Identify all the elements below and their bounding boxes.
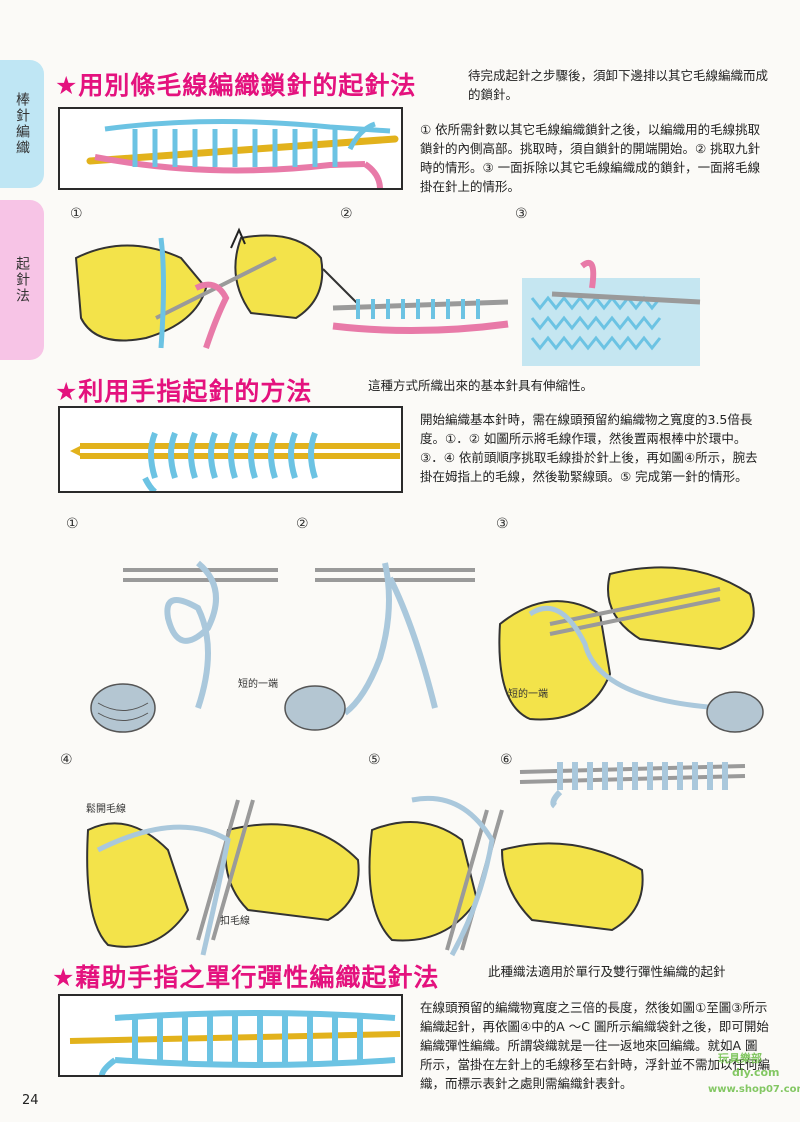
callout-short-end-2: 短的一端 bbox=[508, 689, 548, 700]
section-3-illustration bbox=[58, 994, 403, 1077]
section-2-title: ★利用手指起針的方法 bbox=[55, 377, 313, 406]
step-2-5-label: ⑤ bbox=[368, 752, 381, 768]
side-tab-cast-on-label: 起針法 bbox=[14, 256, 30, 304]
remove-chain-illustration bbox=[522, 259, 701, 366]
step-2-4-label: ④ bbox=[60, 752, 73, 768]
step-2-6-label: ⑥ bbox=[500, 752, 513, 768]
section-2-intro: 這種方式所織出來的基本針具有伸縮性。 bbox=[368, 378, 594, 393]
section-1-title: ★用別條毛線編織鎖針的起針法 bbox=[55, 71, 417, 100]
page-number: 24 bbox=[22, 1093, 39, 1108]
step-2-1-label: ① bbox=[66, 516, 79, 532]
nine-stitches-illustration bbox=[322, 268, 509, 335]
loop-step-1-illustration bbox=[90, 560, 278, 733]
section-1-illustration bbox=[58, 107, 403, 190]
side-tab-knitting: 棒針編織 bbox=[0, 60, 44, 188]
thumb-wrap-illustration bbox=[498, 566, 764, 733]
watermark-club: 玩具樂部 bbox=[718, 1052, 762, 1065]
side-tab-cast-on: 起針法 bbox=[0, 200, 44, 360]
completed-cast-on-illustration bbox=[519, 762, 746, 809]
section-1-body: ① 依所需針數以其它毛線編織鎖針之後，以編織用的毛線挑取鎖針的內側高部。挑取時，… bbox=[420, 122, 761, 194]
step-2-2-label: ② bbox=[296, 516, 309, 532]
side-tab-knitting-label: 棒針編織 bbox=[14, 92, 30, 156]
finger-cast-on-diagram bbox=[70, 431, 400, 491]
step-2-label: ② bbox=[340, 206, 353, 222]
watermark-url: www.shop07.com bbox=[708, 1084, 800, 1095]
step-1-label: ① bbox=[70, 206, 83, 222]
first-stitch-illustration bbox=[368, 795, 644, 957]
section-2-illustration bbox=[58, 406, 403, 493]
tighten-yarn-illustration bbox=[86, 799, 360, 956]
section-2-body: 開始編織基本針時，需在線頭預留約編織物之寬度的3.5倍長度。①．② 如圖所示將毛… bbox=[420, 412, 758, 484]
hands-pick-up-illustration bbox=[74, 227, 324, 349]
section-1-intro: 待完成起針之步驟後，須卸下邊排以其它毛線編織而成的鎖針。 bbox=[468, 68, 769, 102]
callout-short-end-1: 短的一端 bbox=[238, 679, 278, 690]
step-2-3-label: ③ bbox=[496, 516, 509, 532]
section-3-intro: 此種織法適用於單行及雙行彈性編織的起針 bbox=[488, 964, 726, 979]
chain-cast-on-diagram bbox=[86, 118, 399, 188]
rib-cast-on-diagram bbox=[69, 1010, 401, 1075]
section-3-body: 在線頭預留的編織物寬度之三倍的長度，然後如圖①至圖③所示編織起針，再依圖④中的A… bbox=[420, 1000, 771, 1091]
watermark-diy: diy.com bbox=[732, 1066, 780, 1079]
callout-pull-yarn: 扣毛線 bbox=[220, 916, 250, 927]
section-3-title: ★藉助手指之單行彈性編織起針法 bbox=[52, 963, 440, 992]
step-3-label: ③ bbox=[515, 206, 528, 222]
loop-step-2-illustration bbox=[284, 562, 475, 731]
callout-loosen-yarn: 鬆開毛線 bbox=[86, 804, 126, 815]
